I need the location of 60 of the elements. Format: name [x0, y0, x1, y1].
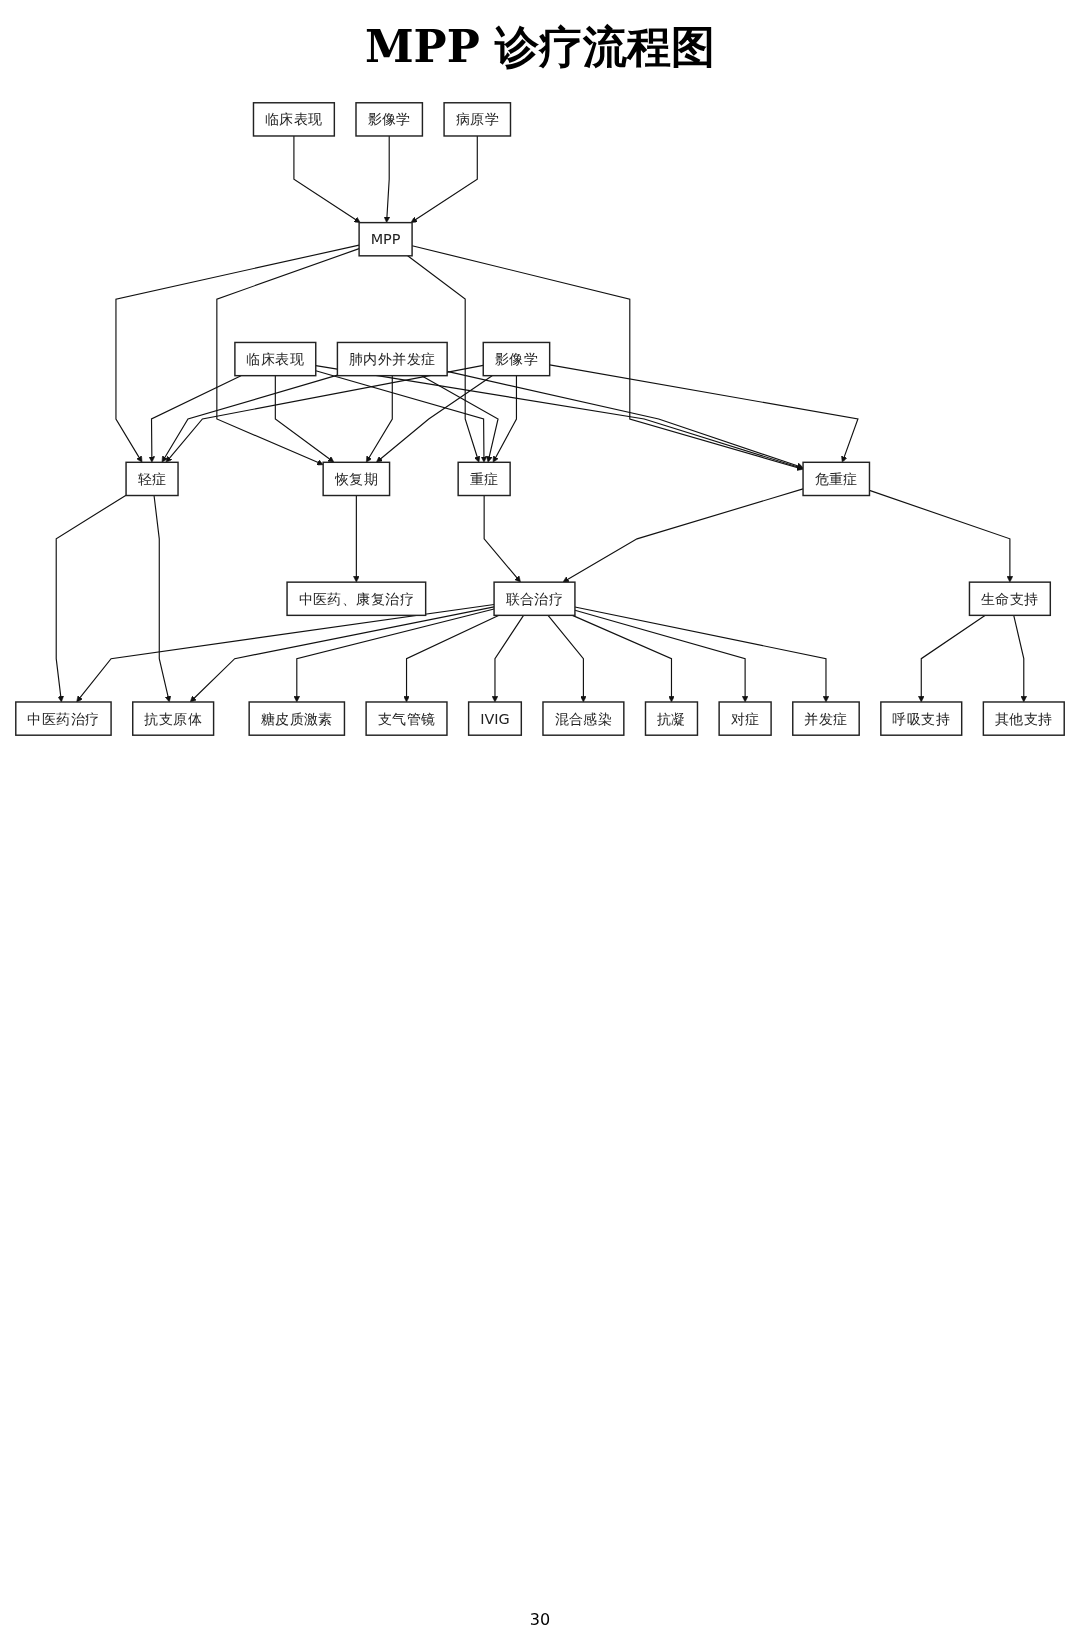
node-box: 重症	[457, 461, 511, 497]
node-box: 影像学	[482, 341, 551, 377]
arrow	[383, 135, 391, 223]
arrow	[918, 614, 986, 703]
node-box: 呼吸支持	[880, 701, 963, 736]
node-box: 影像学	[355, 102, 424, 137]
node-box: 并发症	[792, 701, 860, 736]
arrow	[293, 135, 361, 223]
node-box: 危重症	[802, 461, 871, 497]
arrow	[315, 370, 488, 463]
node-box: 临床表现	[234, 341, 317, 377]
node-box: 肺内外并发症	[336, 341, 448, 377]
node-box: MPP	[358, 221, 413, 257]
arrow	[407, 255, 481, 463]
arrow	[574, 609, 749, 703]
node-box: 中医药治疗	[15, 701, 112, 736]
arrow	[315, 365, 804, 470]
node-box: 抗凝	[644, 701, 699, 736]
node-box: 临床表现	[252, 102, 336, 137]
arrow	[492, 375, 518, 463]
arrow	[1013, 614, 1027, 703]
arrow	[189, 606, 495, 703]
node-box: 轻症	[125, 461, 179, 497]
arrow	[216, 248, 360, 466]
arrow	[483, 494, 521, 583]
node-box: 对症	[718, 701, 772, 736]
node-box: 病原学	[443, 102, 512, 137]
arrow	[403, 614, 500, 703]
node-box: 抗支原体	[132, 701, 215, 736]
arrow	[410, 135, 478, 223]
arrow	[76, 603, 495, 703]
node-box: 其他支持	[982, 701, 1065, 736]
arrow	[547, 614, 587, 703]
node-box: 糖皮质激素	[248, 701, 346, 736]
arrow	[165, 364, 484, 463]
arrow	[376, 375, 493, 463]
arrow	[293, 608, 495, 703]
node-box: 联合治疗	[493, 581, 576, 617]
arrow	[161, 374, 338, 463]
arrow	[115, 244, 360, 463]
arrow	[55, 494, 127, 703]
arrow	[421, 375, 499, 463]
arrow	[574, 606, 830, 703]
node-box: 中医药、康复治疗	[286, 581, 427, 617]
title: MPP 诊疗流程图	[364, 20, 716, 74]
arrow	[366, 375, 393, 463]
node-box: 生命支持	[968, 581, 1052, 617]
node-box: 混合感染	[542, 701, 625, 736]
arrow	[549, 364, 859, 463]
arrow	[153, 494, 172, 703]
arrow	[562, 488, 804, 583]
page-number: 30	[529, 1610, 551, 1629]
arrow	[353, 494, 360, 583]
arrow	[571, 614, 675, 703]
arrow	[491, 614, 525, 703]
arrow	[274, 375, 335, 463]
node-box: 支气管镜	[365, 701, 448, 736]
node-box: IVIG	[467, 701, 523, 736]
node-box: 恢复期	[322, 461, 391, 497]
arrow	[148, 375, 242, 463]
